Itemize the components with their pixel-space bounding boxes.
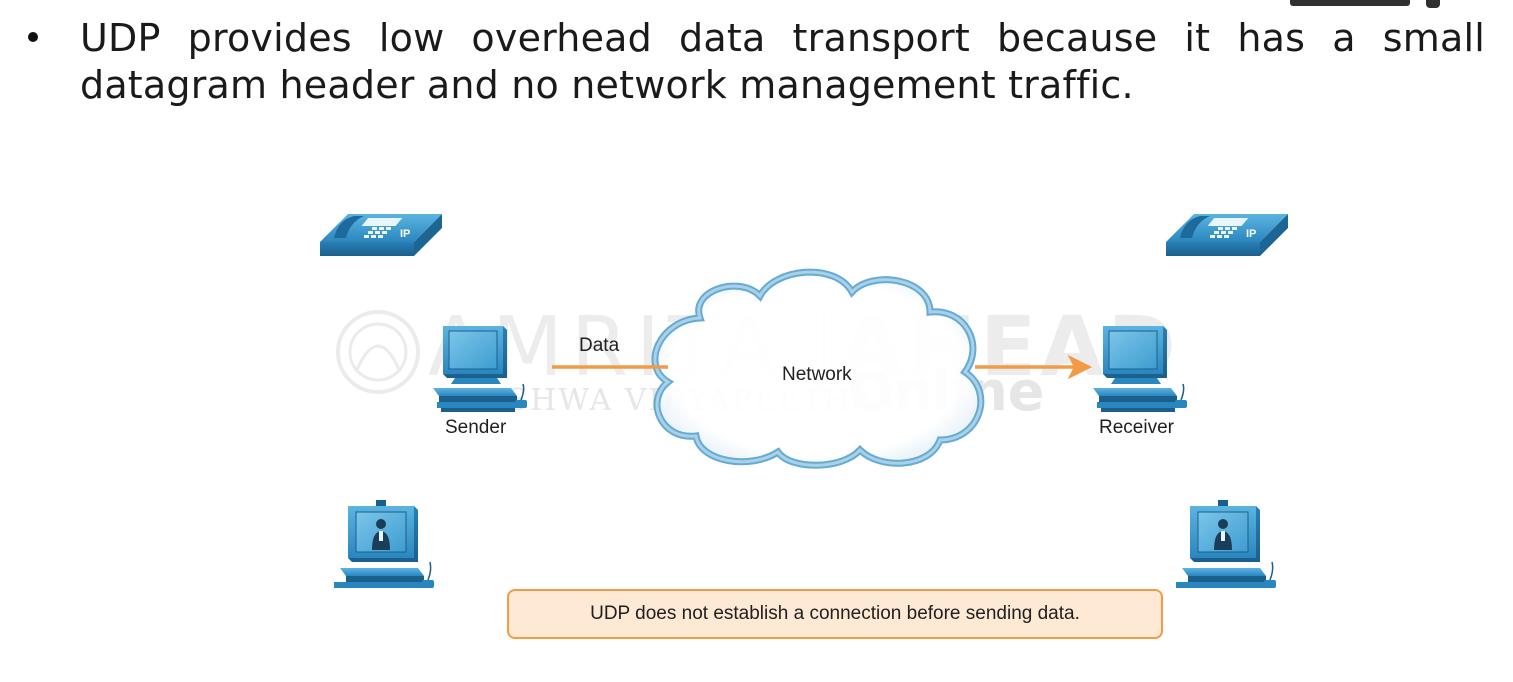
bullet-point: UDP provides low overhead data transport… bbox=[0, 0, 1513, 120]
sender-label: Sender bbox=[445, 417, 507, 438]
video-terminal-icon bbox=[1175, 499, 1277, 589]
receiver-label: Receiver bbox=[1099, 417, 1174, 438]
watermark-seal-icon bbox=[336, 310, 420, 394]
note-text: UDP does not establish a connection befo… bbox=[590, 603, 1080, 624]
receiver-workstation-icon bbox=[1092, 325, 1188, 413]
data-label: Data bbox=[579, 335, 620, 356]
cloud-icon bbox=[651, 268, 985, 469]
video-terminal-icon bbox=[333, 499, 435, 589]
bullet-marker bbox=[28, 32, 38, 42]
note-callout: UDP does not establish a connection befo… bbox=[507, 589, 1163, 639]
bullet-text: UDP provides low overhead data transport… bbox=[80, 16, 1485, 107]
sender-workstation-icon bbox=[432, 325, 528, 413]
ip-phone-icon bbox=[1166, 214, 1288, 256]
ip-phone-icon bbox=[320, 214, 442, 256]
network-label: Network bbox=[782, 364, 852, 385]
cropped-title-fragment bbox=[1290, 0, 1440, 8]
